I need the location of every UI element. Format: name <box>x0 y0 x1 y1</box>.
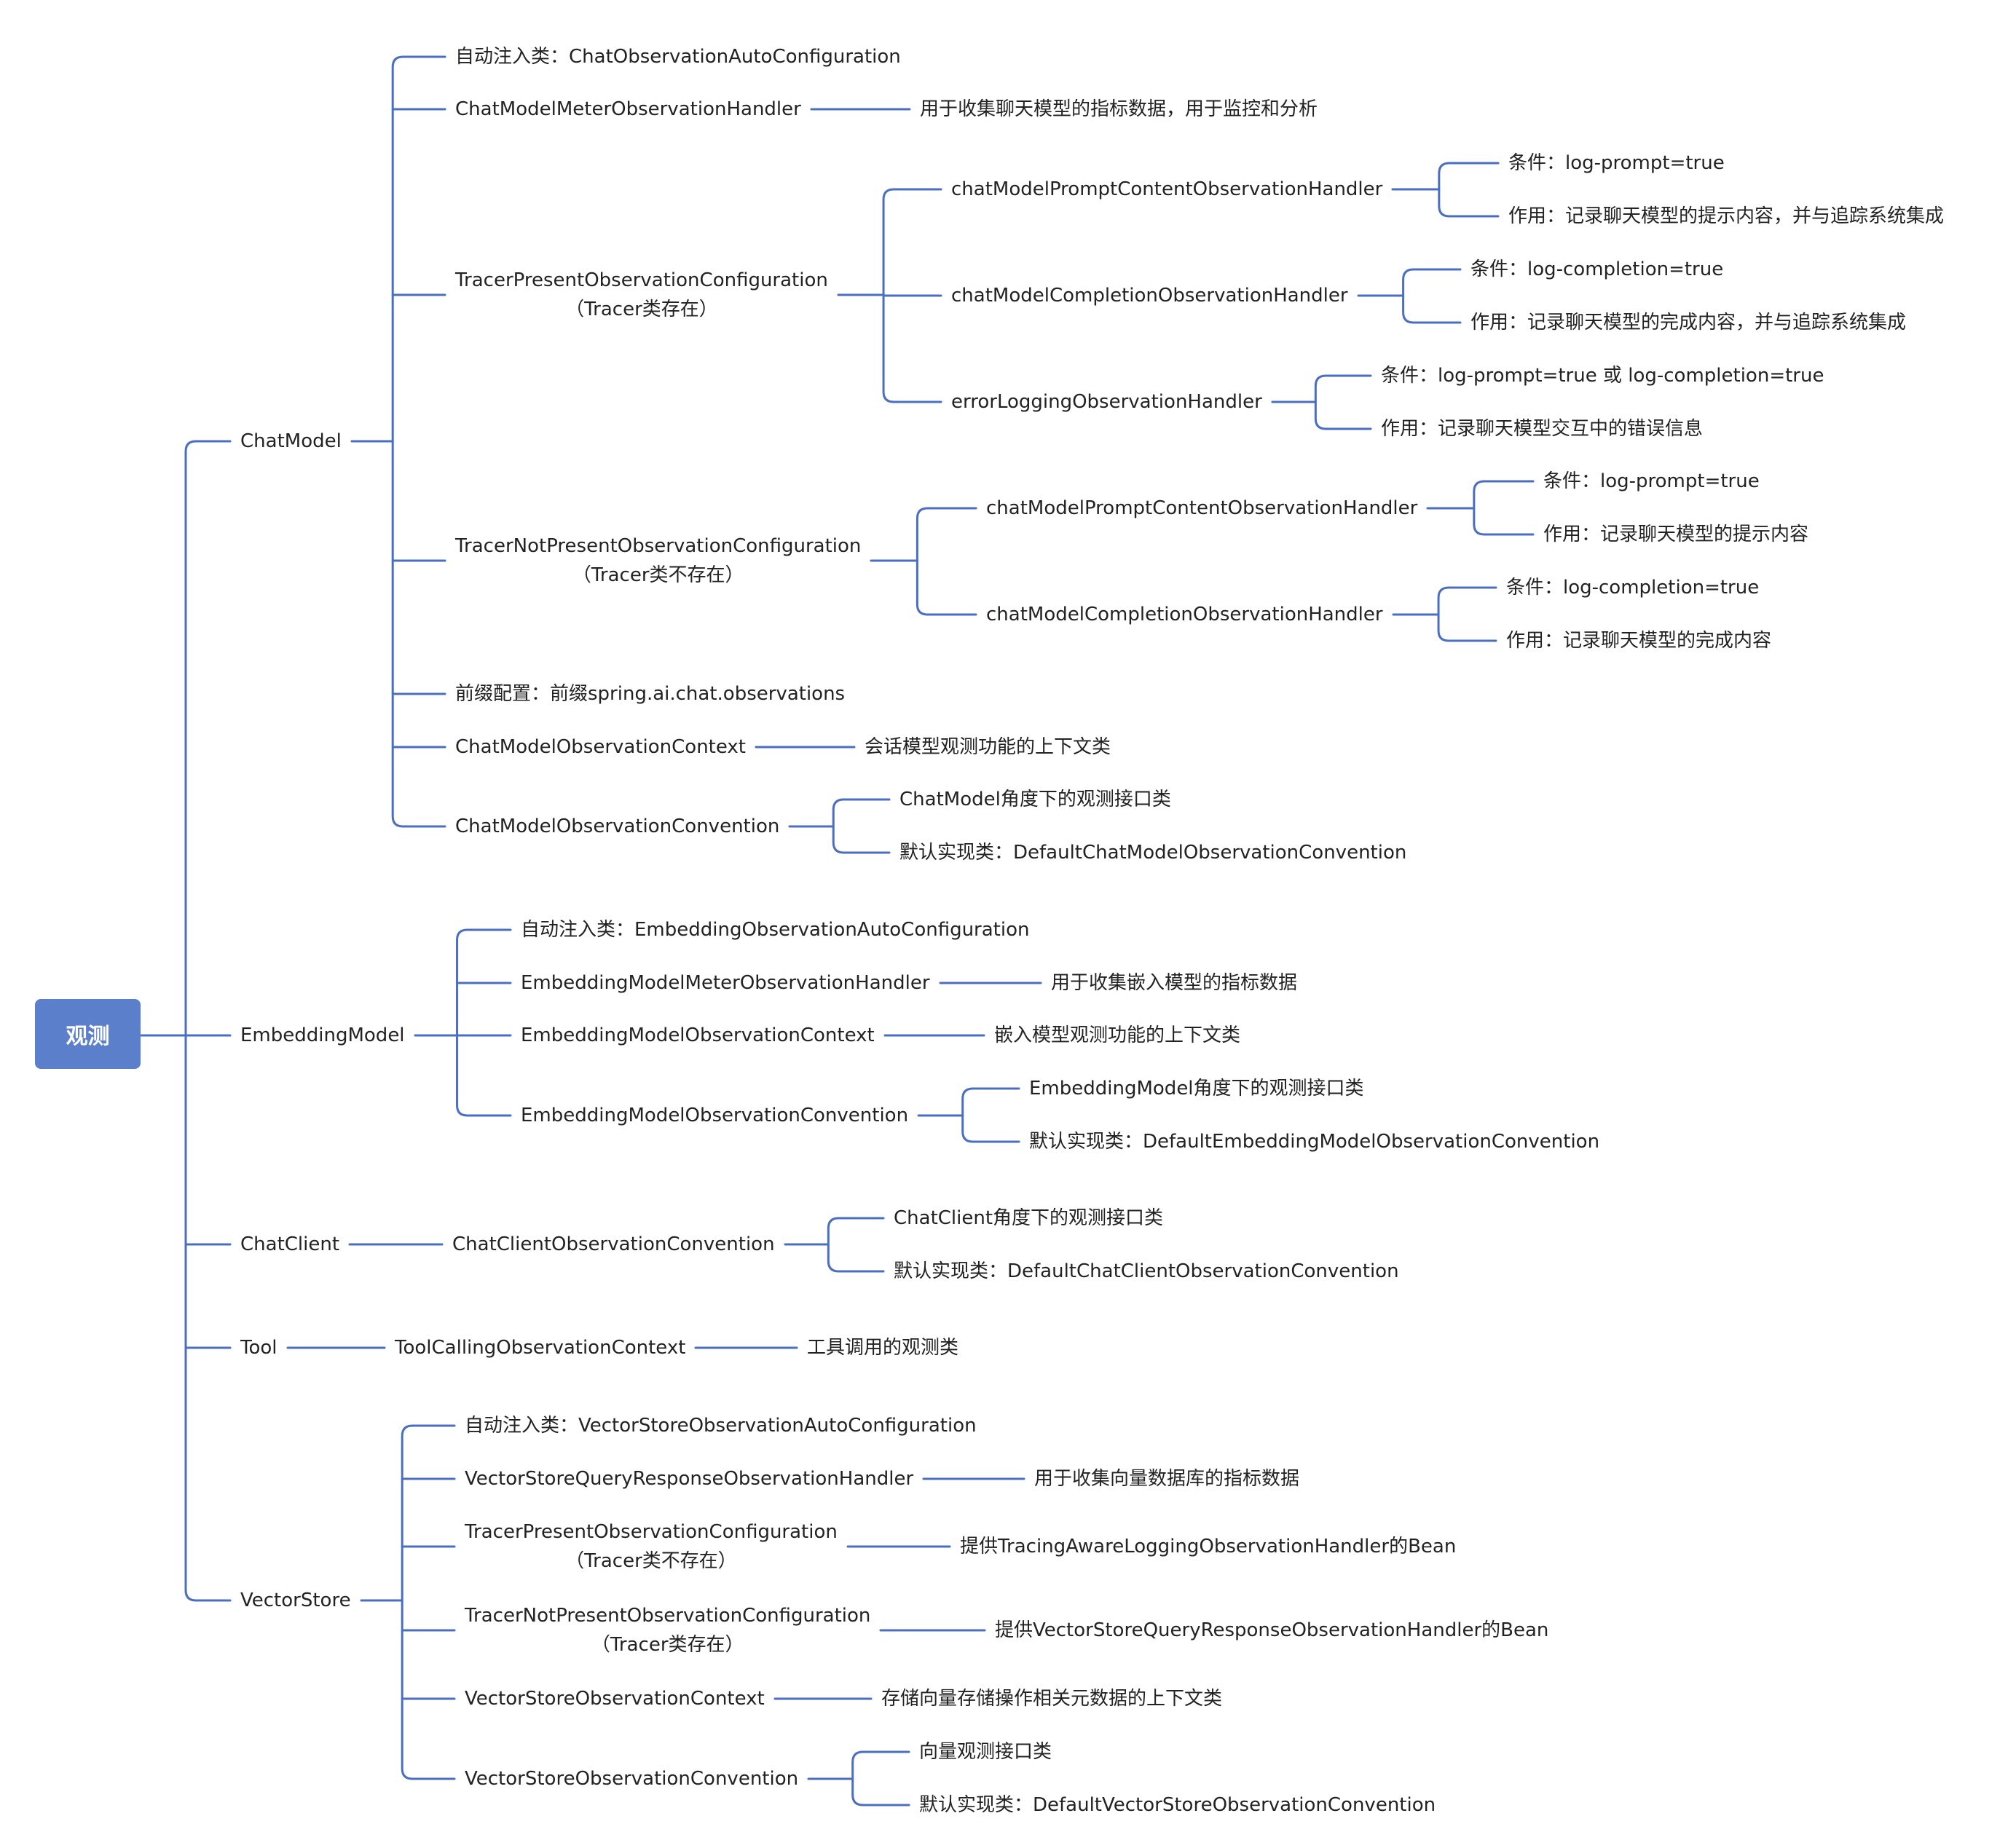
leaf-node[interactable]: ChatModel角度下的观测接口类 <box>899 789 1171 810</box>
connector-bracket <box>827 1217 840 1273</box>
leaf-node[interactable]: 用于收集嵌入模型的指标数据 <box>1051 972 1298 994</box>
leaf-node[interactable]: 作用：记录聊天模型的提示内容 <box>1543 524 1809 545</box>
leaf-node[interactable]: 自动注入类：EmbeddingObservationAutoConfigurat… <box>521 919 1030 941</box>
node-text-line: （Tracer类存在） <box>591 1634 744 1656</box>
leaf-node[interactable]: 提供TracingAwareLoggingObservationHandler的… <box>960 1536 1457 1557</box>
topic-node[interactable]: chatModelPromptContentObservationHandler <box>951 178 1383 200</box>
connector-bracket <box>391 55 404 828</box>
node-text-line: （Tracer类不存在） <box>565 1550 737 1572</box>
leaf-node[interactable]: 存储向量存储操作相关元数据的上下文类 <box>881 1688 1223 1710</box>
leaf-node[interactable]: 作用：记录聊天模型的完成内容 <box>1506 630 1772 652</box>
leaf-node[interactable]: 工具调用的观测类 <box>807 1337 959 1359</box>
connector-bracket <box>832 798 845 854</box>
topic-node[interactable]: ChatModelObservationContext <box>455 736 747 758</box>
topic-node[interactable]: chatModelCompletionObservationHandler <box>986 604 1383 625</box>
topic-node[interactable]: EmbeddingModelMeterObservationHandler <box>521 972 930 994</box>
leaf-node[interactable]: 作用：记录聊天模型的完成内容，并与追踪系统集成 <box>1470 312 1907 333</box>
leaf-node[interactable]: 条件：log-completion=true <box>1470 258 1724 280</box>
leaf-node[interactable]: 前缀配置：前缀spring.ai.chat.observations <box>455 683 846 705</box>
leaf-node[interactable]: 自动注入类：VectorStoreObservationAutoConfigur… <box>465 1415 977 1437</box>
leaf-node[interactable]: EmbeddingModel角度下的观测接口类 <box>1029 1078 1364 1099</box>
node-text-line: TracerPresentObservationConfiguration <box>465 1521 838 1543</box>
connector-bracket <box>851 1750 865 1806</box>
leaf-node[interactable]: 自动注入类：ChatObservationAutoConfiguration <box>455 46 901 68</box>
leaf-node[interactable]: 用于收集向量数据库的指标数据 <box>1034 1468 1300 1490</box>
leaf-node[interactable]: 默认实现类：DefaultEmbeddingModelObservationCo… <box>1029 1131 1600 1153</box>
topic-node[interactable]: ChatModelMeterObservationHandler <box>455 98 801 120</box>
leaf-node[interactable]: 作用：记录聊天模型的提示内容，并与追踪系统集成 <box>1508 205 1945 227</box>
leaf-node[interactable]: 向量观测接口类 <box>919 1741 1052 1763</box>
topic-node[interactable]: EmbeddingModelObservationConvention <box>521 1105 909 1126</box>
topic-node[interactable]: ChatModelObservationConvention <box>455 816 780 837</box>
topic-node[interactable]: VectorStoreObservationConvention <box>465 1768 799 1790</box>
leaf-node[interactable]: 默认实现类：DefaultChatModelObservationConvent… <box>899 842 1407 864</box>
node-text-line: （Tracer类存在） <box>565 299 718 320</box>
connector-bracket <box>401 1424 414 1780</box>
leaf-node[interactable]: 嵌入模型观测功能的上下文类 <box>994 1024 1241 1046</box>
connector-bracket <box>961 1087 974 1143</box>
topic-node[interactable]: TracerPresentObservationConfiguration （Tr… <box>465 1517 838 1576</box>
root-bracket <box>184 440 197 1602</box>
connector-bracket <box>1438 162 1451 218</box>
branch-node[interactable]: VectorStore <box>240 1590 351 1611</box>
topic-node[interactable]: chatModelPromptContentObservationHandler <box>986 497 1418 519</box>
leaf-node[interactable]: 默认实现类：DefaultVectorStoreObservationConve… <box>919 1794 1436 1816</box>
leaf-node[interactable]: 默认实现类：DefaultChatClientObservationConven… <box>894 1260 1399 1282</box>
topic-node[interactable]: VectorStoreQueryResponseObservationHandl… <box>465 1468 914 1490</box>
leaf-node[interactable]: 条件：log-prompt=true <box>1543 470 1760 492</box>
leaf-node[interactable]: 条件：log-prompt=true <box>1508 152 1725 174</box>
node-text-line: （Tracer类不存在） <box>572 564 744 586</box>
topic-node[interactable]: ChatClientObservationConvention <box>452 1233 775 1255</box>
root-node[interactable]: 观测 <box>35 999 141 1069</box>
topic-node[interactable]: VectorStoreObservationContext <box>465 1688 765 1710</box>
leaf-node[interactable]: 作用：记录聊天模型交互中的错误信息 <box>1381 418 1704 440</box>
topic-node[interactable]: EmbeddingModelObservationContext <box>521 1024 875 1046</box>
connector-bracket <box>1473 480 1486 536</box>
branch-node[interactable]: ChatModel <box>240 430 342 452</box>
node-text-line: TracerPresentObservationConfiguration <box>455 269 828 291</box>
leaf-node[interactable]: 会话模型观测功能的上下文类 <box>865 736 1111 758</box>
connector-bracket <box>456 928 469 1117</box>
leaf-node[interactable]: 提供VectorStoreQueryResponseObservationHan… <box>995 1619 1549 1641</box>
connector-bracket <box>916 507 929 616</box>
branch-node[interactable]: Tool <box>240 1337 277 1359</box>
connector-bracket <box>1437 586 1450 642</box>
leaf-node[interactable]: 用于收集聊天模型的指标数据，用于监控和分析 <box>920 98 1318 120</box>
topic-node[interactable]: TracerNotPresentObservationConfiguration… <box>455 532 861 590</box>
topic-node[interactable]: TracerNotPresentObservationConfiguration… <box>465 1601 870 1659</box>
connector-bracket <box>1402 268 1415 324</box>
topic-node[interactable]: ToolCallingObservationContext <box>395 1337 686 1359</box>
node-text-line: TracerNotPresentObservationConfiguration <box>465 1605 871 1627</box>
leaf-node[interactable]: ChatClient角度下的观测接口类 <box>894 1207 1164 1229</box>
node-text-line: TracerNotPresentObservationConfiguration <box>455 535 862 557</box>
topic-node[interactable]: chatModelCompletionObservationHandler <box>951 285 1348 307</box>
topic-node[interactable]: TracerPresentObservationConfiguration （Tr… <box>455 266 828 324</box>
branch-node[interactable]: ChatClient <box>240 1233 340 1255</box>
leaf-node[interactable]: 条件：log-completion=true <box>1506 577 1760 599</box>
connector-bracket <box>1314 374 1327 430</box>
branch-node[interactable]: EmbeddingModel <box>240 1024 405 1046</box>
leaf-node[interactable]: 条件：log-prompt=true 或 log-completion=true <box>1381 365 1824 387</box>
topic-node[interactable]: errorLoggingObservationHandler <box>951 391 1262 413</box>
